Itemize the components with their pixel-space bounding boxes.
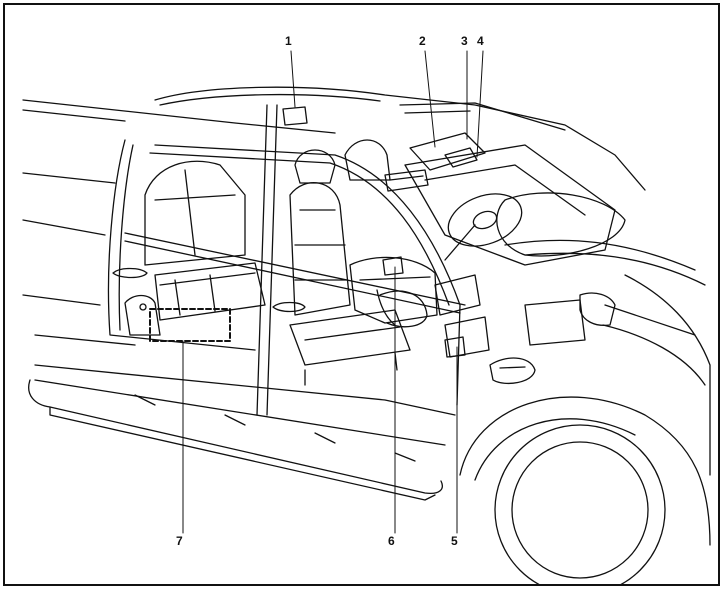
callout-3: 3: [461, 35, 468, 47]
vehicle-interior-cutaway-illustration: [5, 5, 718, 584]
steering-and-dash: [385, 103, 625, 357]
leader-lines: [183, 51, 483, 533]
callout-5: 5: [451, 535, 458, 547]
diagram-frame: 1 2 3 4 5 6 7: [3, 3, 720, 586]
callout-7: 7: [176, 535, 183, 547]
components: [150, 107, 465, 385]
callout-6: 6: [388, 535, 395, 547]
callout-2: 2: [419, 35, 426, 47]
running-board: [29, 380, 443, 500]
callout-1: 1: [285, 35, 292, 47]
rear-seat: [113, 161, 265, 335]
callout-4: 4: [477, 35, 484, 47]
vehicle-body: [23, 87, 710, 584]
